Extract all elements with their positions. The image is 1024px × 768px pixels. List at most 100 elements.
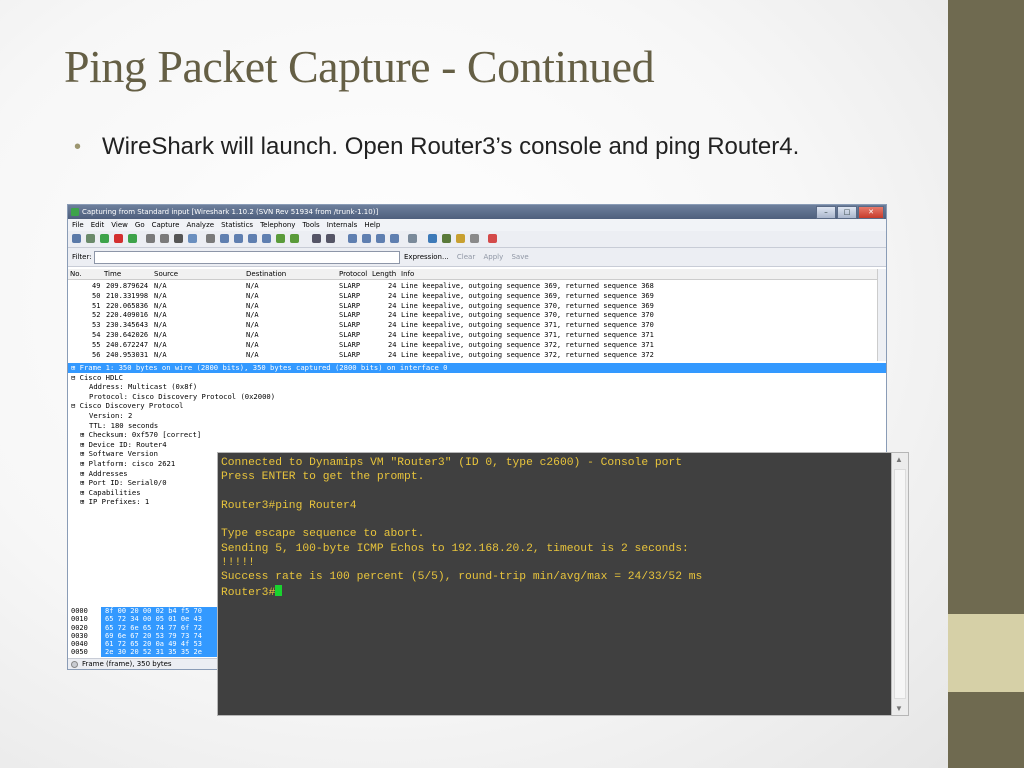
toolbar-button-icon[interactable] — [408, 234, 417, 243]
maximize-icon[interactable]: □ — [837, 206, 857, 219]
toolbar-button-icon[interactable] — [234, 234, 243, 243]
apply-button[interactable]: Apply — [483, 253, 504, 261]
toolbar-button-icon[interactable] — [376, 234, 385, 243]
detail-tree-item[interactable]: Version: 2 — [68, 411, 886, 421]
packet-dst: N/A — [246, 282, 259, 290]
toolbar-button-icon[interactable] — [174, 234, 183, 243]
toolbar-button-icon[interactable] — [442, 234, 451, 243]
toolbar-button-icon[interactable] — [456, 234, 465, 243]
menu-item-edit[interactable]: Edit — [90, 221, 105, 229]
toolbar-button-icon[interactable] — [470, 234, 479, 243]
toolbar-button-icon[interactable] — [276, 234, 285, 243]
menu-item-analyze[interactable]: Analyze — [186, 221, 215, 229]
detail-tree-item[interactable]: ⊞ Port ID: Serial0/0 — [68, 478, 886, 488]
hex-bytes: 61 72 65 20 0a 49 4f 53 — [101, 640, 219, 649]
detail-tree-text: ⊞ Device ID: Router4 — [80, 439, 167, 449]
toolbar-button-icon[interactable] — [348, 234, 357, 243]
detail-tree-item[interactable]: ⊟ Cisco Discovery Protocol — [68, 401, 886, 411]
toolbar-button-icon[interactable] — [160, 234, 169, 243]
toolbar-button-icon[interactable] — [362, 234, 371, 243]
toolbar-button-icon[interactable] — [248, 234, 257, 243]
toolbar-button-icon[interactable] — [290, 234, 299, 243]
scroll-up-icon[interactable]: ▲ — [895, 455, 903, 464]
packet-len: 24 — [388, 321, 397, 330]
packet-list-scrollbar[interactable] — [877, 269, 886, 361]
detail-tree-item[interactable]: ⊞ Addresses — [68, 469, 886, 479]
menu-item-statistics[interactable]: Statistics — [221, 221, 254, 229]
filter-input[interactable] — [94, 251, 400, 264]
column-header-destination[interactable]: Destination — [246, 270, 287, 278]
toolbar-button-icon[interactable] — [220, 234, 229, 243]
scroll-thumb[interactable] — [894, 469, 906, 699]
detail-tree-item[interactable]: ⊞ IP Prefixes: 1 — [68, 497, 886, 507]
menu-item-tools[interactable]: Tools — [302, 221, 320, 229]
toolbar-button-icon[interactable] — [262, 234, 271, 243]
close-icon[interactable]: ✕ — [858, 206, 884, 219]
detail-tree-item[interactable]: ⊟ Cisco HDLC — [68, 373, 886, 383]
detail-tree-item[interactable]: Address: Multicast (0x8f) — [68, 382, 886, 392]
menu-item-internals[interactable]: Internals — [326, 221, 358, 229]
toolbar-button-icon[interactable] — [146, 234, 155, 243]
toolbar-button-icon[interactable] — [206, 234, 215, 243]
router-console-window[interactable]: Connected to Dynamips VM "Router3" (ID 0… — [217, 452, 909, 716]
toolbar-button-icon[interactable] — [128, 234, 137, 243]
detail-tree-item[interactable]: ⊞ Frame 1: 350 bytes on wire (2800 bits)… — [68, 363, 886, 373]
menu-item-help[interactable]: Help — [364, 221, 381, 229]
menu-item-go[interactable]: Go — [134, 221, 145, 229]
detail-tree-item[interactable]: ⊞ Capabilities — [68, 488, 886, 498]
column-header-time[interactable]: Time — [104, 270, 122, 278]
toolbar-button-icon[interactable] — [188, 234, 197, 243]
minimize-icon[interactable]: – — [816, 206, 836, 219]
column-header-protocol[interactable]: Protocol — [339, 270, 368, 278]
scroll-down-icon[interactable]: ▼ — [895, 704, 903, 713]
menu-item-file[interactable]: File — [72, 221, 84, 229]
toolbar-button-icon[interactable] — [72, 234, 81, 243]
menu-item-view[interactable]: View — [111, 221, 128, 229]
packet-proto: SLARP — [339, 350, 361, 359]
toolbar-button-icon[interactable] — [428, 234, 437, 243]
packet-proto: SLARP — [339, 321, 361, 330]
console-scrollbar[interactable]: ▲ ▼ — [891, 453, 908, 715]
detail-tree-item[interactable]: TTL: 180 seconds — [68, 421, 886, 431]
packet-proto: SLARP — [339, 291, 361, 300]
toolbar-button-icon[interactable] — [100, 234, 109, 243]
toolbar-button-icon[interactable] — [390, 234, 399, 243]
detail-tree-item[interactable]: ⊞ Checksum: 0xf570 [correct] — [68, 430, 886, 440]
clear-button[interactable]: Clear — [456, 253, 476, 261]
column-header-source[interactable]: Source — [154, 270, 179, 278]
packet-list: No. Time Source Destination Protocol Length In… — [68, 269, 878, 361]
menu-item-telephony[interactable]: Telephony — [260, 221, 296, 229]
column-header-info[interactable]: Info — [401, 270, 415, 278]
column-header-length[interactable]: Length — [372, 270, 397, 278]
status-indicator-icon — [71, 661, 78, 668]
detail-tree-item[interactable]: ⊞ Software Version — [68, 449, 886, 459]
toolbar-button-icon[interactable] — [488, 234, 497, 243]
toolbar-button-icon[interactable] — [326, 234, 335, 243]
detail-tree-item[interactable]: ⊞ Platform: cisco 2621 — [68, 459, 886, 469]
toolbar-button-icon[interactable] — [114, 234, 123, 243]
menu-item-capture[interactable]: Capture — [151, 221, 180, 229]
wireshark-title-bar[interactable]: Capturing from Standard input [Wireshark… — [68, 205, 886, 219]
detail-tree-item[interactable]: ⊞ Device ID: Router4 — [68, 440, 886, 450]
packet-len: 24 — [388, 291, 397, 300]
column-header-no[interactable]: No. — [70, 270, 82, 278]
toolbar-button-icon[interactable] — [312, 234, 321, 243]
detail-tree-item[interactable]: Protocol: Cisco Discovery Protocol (0x20… — [68, 392, 886, 402]
save-button[interactable]: Save — [511, 253, 529, 261]
expression-button[interactable]: Expression... — [404, 253, 449, 261]
toolbar-button-icon[interactable] — [86, 234, 95, 243]
